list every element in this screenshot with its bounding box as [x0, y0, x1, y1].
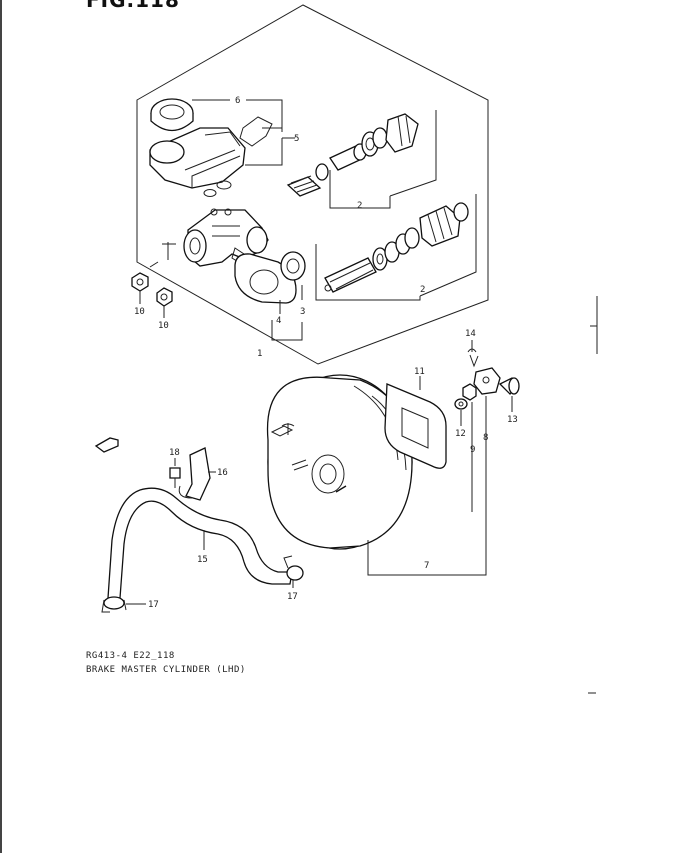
reservoir-tank: [149, 127, 246, 189]
hose-clamp-right: [283, 555, 304, 581]
callout-8: 8: [483, 433, 488, 443]
callout-13: 13: [507, 415, 518, 425]
callout-7: 7: [424, 561, 429, 571]
callout-10-upper: 10: [134, 307, 145, 317]
margin-mark: [590, 296, 598, 354]
diagram-title: BRAKE MASTER CYLINDER (LHD): [86, 665, 246, 675]
booster-gasket: [384, 383, 447, 469]
callout-3: 3: [300, 307, 305, 317]
callout-11: 11: [414, 367, 425, 377]
reservoir-cap: [150, 98, 194, 132]
retaining-clip: [467, 348, 479, 368]
callout-6: 6: [235, 96, 240, 106]
callout-1: 1: [257, 349, 262, 359]
callout-17-left: 17: [148, 600, 159, 610]
callout-18: 18: [169, 448, 180, 458]
nut-lower: [156, 287, 173, 307]
nut: [462, 383, 477, 401]
hose-bracket: [178, 447, 211, 501]
assembly-boundary: [136, 4, 489, 365]
callout-16: 16: [217, 468, 228, 478]
callout-10-lower: 10: [158, 321, 169, 331]
master-cylinder-body: [183, 208, 269, 267]
callout-2-upper: 2: [357, 201, 362, 211]
brake-booster: [266, 374, 413, 550]
callout-2-lower: 2: [420, 285, 425, 295]
upper-piston-kit: [286, 113, 419, 197]
front-arrow-text: F: [108, 441, 112, 449]
front-arrow-icon: F: [94, 437, 119, 453]
nut-upper: [131, 272, 149, 292]
reservoir-clip: [239, 116, 273, 147]
seal-ring: [280, 251, 306, 281]
hose-clamp-lower: [101, 596, 127, 613]
page-left-border: [0, 0, 2, 853]
clevis: [473, 367, 501, 395]
callout-9: 9: [470, 445, 475, 455]
bracket-bolt: [169, 467, 181, 488]
callout-5: 5: [294, 134, 299, 144]
grommet: [203, 189, 217, 197]
leader-lines: [126, 99, 513, 605]
lower-piston-kit: [324, 202, 469, 293]
clevis-pin: [498, 377, 520, 395]
callout-12: 12: [455, 429, 466, 439]
washer: [454, 398, 468, 410]
booster-stud: [270, 425, 294, 437]
callout-17-right: 17: [287, 592, 298, 602]
diagram-code: RG413-4 E22_118: [86, 651, 175, 661]
vacuum-hose: [107, 487, 293, 599]
callout-4: 4: [276, 316, 281, 326]
figure-label: FIG.118: [86, 0, 180, 12]
callout-15: 15: [197, 555, 208, 565]
grommet: [216, 180, 232, 190]
callout-14: 14: [465, 329, 476, 339]
